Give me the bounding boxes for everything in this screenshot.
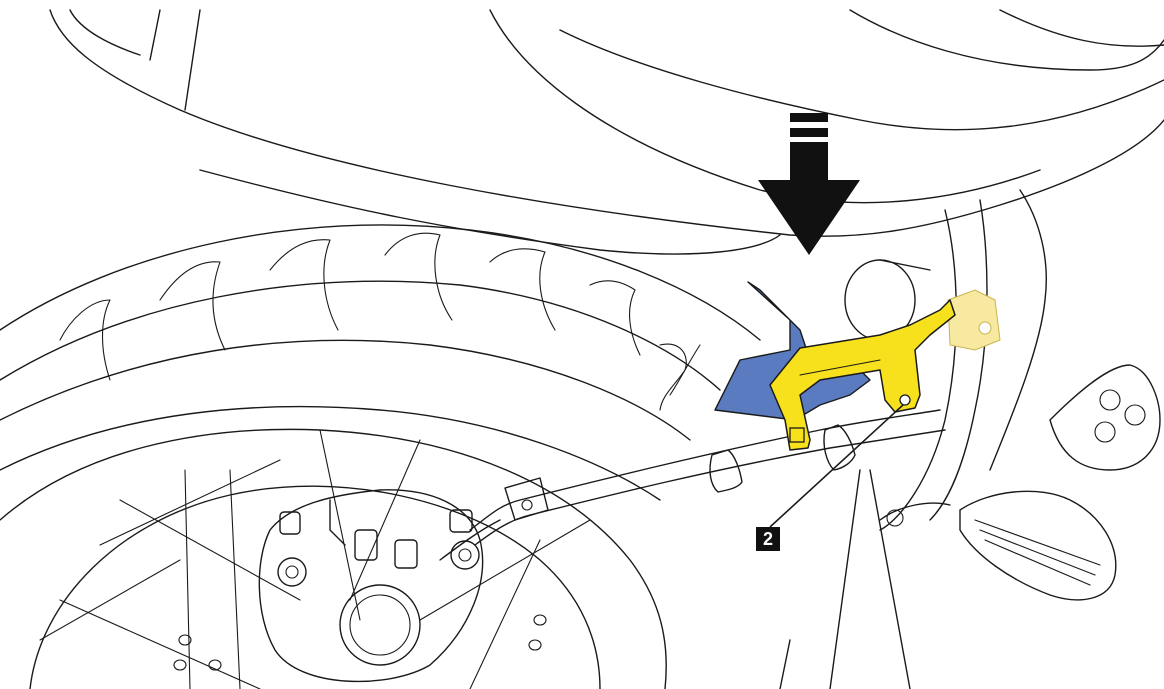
callout-number: 2 [762,529,773,549]
brake-hose [439,409,946,561]
down-arrow-icon [758,113,860,255]
frame-footpeg-bracket [779,189,1161,689]
blue-mounting-plate [669,281,871,421]
callout-leader-line [769,404,904,528]
brake-caliper [258,489,484,683]
rear-wheel-rim [0,428,667,689]
yellow-bracket-ghost-end [947,289,1001,351]
brake-disc-holes [173,614,547,671]
yellow-mounting-bracket [769,299,956,451]
callout-label-2: 2 [756,527,780,551]
seat-bodywork [49,9,1164,255]
rear-tyre [0,224,761,501]
